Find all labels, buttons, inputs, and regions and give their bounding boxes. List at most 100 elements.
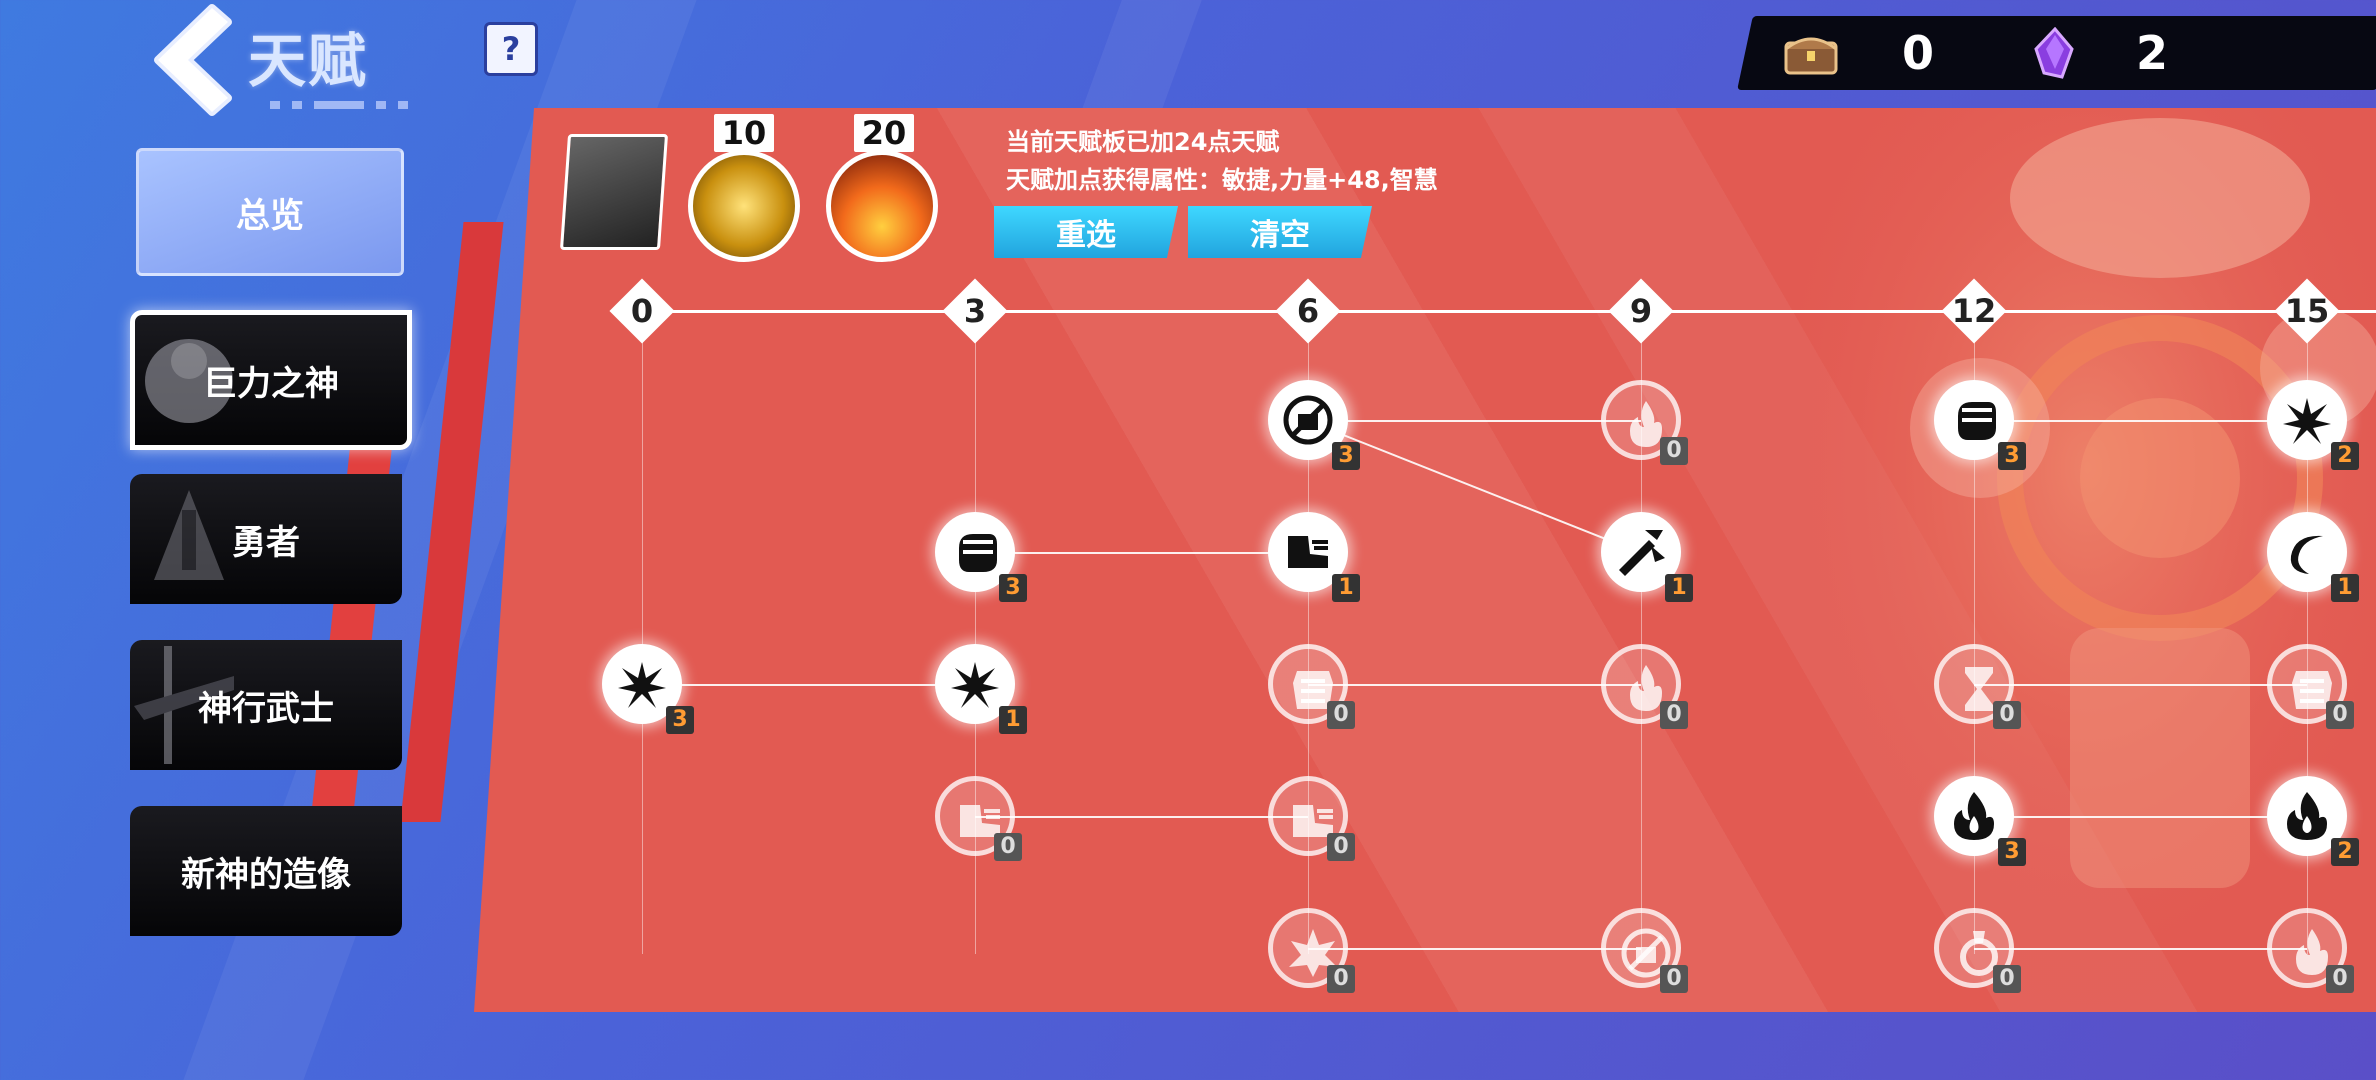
tier-label: 0 (630, 292, 654, 330)
no-fist-icon (1283, 395, 1333, 445)
fist-icon (959, 534, 997, 572)
talent-node[interactable]: 3 (1934, 776, 2026, 866)
tier-label: 12 (1951, 292, 1997, 330)
swift-warrior-portrait-icon (134, 646, 234, 764)
back-button[interactable] (140, 0, 240, 118)
talent-level-badge: 0 (1660, 437, 1688, 465)
burst-icon (618, 662, 666, 708)
clear-label: 清空 (1250, 218, 1310, 253)
talent-points-info: 当前天赋板已加24点天赋 (1006, 128, 1280, 156)
talent-level-badge: 1 (1665, 574, 1693, 602)
talent-node[interactable]: 0 (1934, 908, 2021, 993)
gem-slot-fire[interactable] (826, 150, 938, 262)
talent-level-badge: 0 (1327, 701, 1355, 729)
talent-node[interactable]: 0 (1268, 908, 1355, 993)
talent-node[interactable]: 0 (1934, 644, 2021, 729)
talent-level-badge: 3 (666, 706, 694, 734)
sidebar-item-new-god-statue[interactable]: 新神的造像 (130, 806, 402, 936)
talent-node[interactable]: 1 (1601, 512, 1693, 602)
talent-link (975, 552, 1308, 554)
sidebar-item-label: 巨力之神 (203, 363, 339, 404)
talent-link (642, 684, 975, 686)
sidebar-item-giant-god[interactable]: 巨力之神 (130, 310, 412, 450)
talent-level-badge: 1 (2331, 574, 2359, 602)
talent-node[interactable]: 0 (1601, 380, 1688, 465)
bg-stripe (1078, 0, 1202, 120)
fire-icon (1954, 792, 1994, 840)
talent-node[interactable]: 0 (935, 776, 1022, 861)
gem-slot-lightning[interactable] (688, 150, 800, 262)
talent-level-badge: 0 (1660, 965, 1688, 993)
title-decoration (270, 94, 430, 109)
sidebar-item-label: 神行武士 (198, 688, 334, 729)
overview-label: 总览 (236, 195, 304, 236)
sidebar-item-hero[interactable]: 勇者 (130, 474, 402, 604)
talent-node[interactable]: 2 (2267, 380, 2359, 470)
sidebar-item-swift-warrior[interactable]: 神行武士 (130, 640, 402, 770)
talent-attribute-info: 天赋加点获得属性：敏捷,力量+48,智慧 (1006, 166, 1438, 194)
tier-label: 3 (963, 292, 987, 330)
talent-level-badge: 1 (1332, 574, 1360, 602)
talent-node[interactable]: 0 (1268, 776, 1355, 861)
talent-level-badge: 3 (1998, 838, 2026, 866)
talent-level-badge: 0 (1327, 965, 1355, 993)
ring-icon (1960, 931, 1998, 976)
flame-icon (1630, 665, 1662, 711)
tier-label: 6 (1296, 292, 1320, 330)
hero-portrait-icon (154, 490, 224, 580)
talent-node[interactable]: 0 (2267, 908, 2354, 993)
talent-level-badge: 0 (1660, 701, 1688, 729)
sidebar-item-label: 勇者 (232, 522, 300, 563)
gem-a-cost: 10 (714, 114, 774, 152)
currency-crystal: 2 (2024, 16, 2168, 90)
hero-avatar (559, 134, 669, 250)
giant-god-portrait-icon (145, 339, 233, 423)
talent-link (1974, 684, 2307, 686)
talent-node[interactable]: 3 (1268, 380, 1360, 470)
tier-axis (642, 310, 2376, 313)
sidebar-item-label: 新神的造像 (181, 854, 351, 895)
talent-level-badge: 0 (2326, 965, 2354, 993)
tier-label: 9 (1629, 292, 1653, 330)
page-title: 天赋 (248, 27, 369, 95)
slash-icon (1619, 530, 1665, 576)
talent-node[interactable]: 1 (935, 644, 1027, 734)
talent-node[interactable]: 3 (935, 512, 1027, 602)
talent-node[interactable]: 3 (1934, 380, 2026, 470)
talent-node[interactable]: 3 (602, 644, 694, 734)
explosion-icon (1289, 929, 1337, 977)
talent-level-badge: 3 (1998, 442, 2026, 470)
armor-icon (1293, 671, 1333, 709)
chest-icon (1784, 37, 1838, 75)
boot-icon (1288, 536, 1328, 568)
fist-icon (1958, 402, 1996, 440)
boot-icon (960, 805, 1000, 837)
fire-icon (2287, 792, 2327, 840)
talent-level-badge: 3 (1332, 442, 1360, 470)
talent-node[interactable]: 0 (2267, 644, 2354, 729)
talent-link (1308, 948, 1641, 950)
clear-button[interactable]: 清空 (1188, 206, 1372, 258)
overview-button[interactable]: 总览 (136, 148, 404, 276)
crescent-icon (2290, 535, 2323, 574)
talent-node[interactable]: 2 (2267, 776, 2359, 866)
talent-level-badge: 0 (1993, 965, 2021, 993)
talent-node[interactable]: 0 (1268, 644, 1355, 729)
talent-node[interactable]: 0 (1601, 908, 1688, 993)
help-button[interactable]: ? (484, 22, 538, 76)
talent-node[interactable]: 0 (1601, 644, 1688, 729)
talent-link (1308, 684, 1641, 686)
flame-icon (1630, 401, 1662, 447)
talent-link (1974, 948, 2307, 950)
talent-level-badge: 2 (2331, 838, 2359, 866)
talent-node[interactable]: 1 (1268, 512, 1360, 602)
burst-icon (2283, 398, 2331, 444)
talent-level-badge: 1 (999, 706, 1027, 734)
talent-level-badge: 2 (2331, 442, 2359, 470)
talent-level-badge: 0 (994, 833, 1022, 861)
talent-link (975, 816, 1308, 818)
talent-level-badge: 0 (1993, 701, 2021, 729)
talent-node[interactable]: 1 (2267, 512, 2359, 602)
reset-button[interactable]: 重选 (994, 206, 1178, 258)
gem-b-cost: 20 (854, 114, 914, 152)
